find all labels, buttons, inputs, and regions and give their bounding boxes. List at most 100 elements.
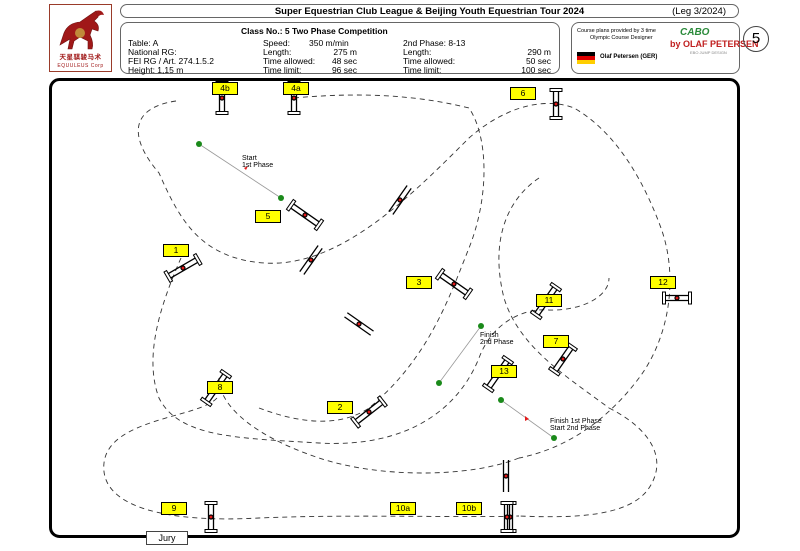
obstacle-12	[662, 291, 692, 305]
obstacle-2	[350, 395, 388, 429]
obstacle-stand	[163, 269, 174, 284]
obstacle-direction-flag	[553, 101, 559, 107]
phase2-title: 2nd Phase: 8-13	[403, 38, 466, 48]
brand-sub: EBO JUMP DESIGN	[690, 50, 727, 55]
class-info-box: Class No.: 5 Two Phase Competition Table…	[120, 22, 560, 75]
obstacle-stand	[204, 529, 218, 533]
designer-box: Course plans provided by 3 time Olympic …	[571, 22, 759, 74]
obstacle-direction-flag	[560, 356, 566, 362]
phase2-time-allowed-value: 50 sec	[525, 56, 551, 66]
obstacle-stand	[434, 267, 446, 281]
obstacle-direction-flag	[291, 95, 297, 101]
cabo-brand: CABO	[680, 27, 710, 38]
time-allowed-label: Time allowed:	[263, 56, 316, 66]
obstacle-stand	[199, 396, 213, 408]
start-flag-green-2	[278, 195, 284, 201]
obstacle-stand	[500, 501, 514, 505]
obstacle-9	[204, 501, 218, 533]
length-label: Length:	[263, 47, 292, 57]
jury-box: Jury	[146, 531, 188, 545]
equuleus-logo: 天星骐骏马术 EQUULEUS Corp	[49, 4, 112, 72]
obstacle-direction-flag	[504, 514, 510, 520]
obstacle-label-1: 1	[163, 244, 189, 257]
obstacle-stand	[462, 287, 474, 301]
obstacle-label-8: 8	[207, 381, 233, 394]
obstacle-stand	[549, 281, 563, 293]
obstacle-6	[549, 88, 563, 120]
speed-value: 350 m/min	[309, 38, 349, 48]
obstacle-stand	[192, 252, 203, 267]
obstacle-5	[285, 198, 325, 232]
obstacle-stand	[219, 368, 233, 380]
obstacle-stand	[287, 111, 301, 115]
finish-1st-start-2nd-line	[498, 397, 557, 441]
obstacle-direction-flag	[219, 95, 225, 101]
leg-label: (Leg 3/2024)	[672, 6, 726, 17]
obstacle-stand	[688, 291, 692, 305]
table-label: Table: A	[128, 38, 159, 48]
finish-1st-start-2nd-label: Finish 1st Phase Start 2nd Phase	[550, 418, 602, 432]
obstacle-7	[547, 341, 579, 377]
logo-english-text: EQUULEUS Corp	[57, 63, 104, 69]
obstacle-stand	[376, 395, 388, 408]
event-title: Super Equestrian Club League & Beijing Y…	[274, 6, 585, 17]
national-rg-label: National RG:	[128, 47, 177, 57]
time-limit-label: Time limit:	[263, 65, 302, 75]
arena-border	[49, 78, 740, 538]
title-bar: Super Equestrian Club League & Beijing Y…	[120, 4, 739, 18]
phase2-length-label: Length:	[403, 47, 432, 57]
obstacle-direction-flag	[208, 514, 214, 520]
obstacle-stand	[285, 198, 297, 212]
obstacle-label-5: 5	[255, 210, 281, 223]
phase2-length-value: 290 m	[527, 47, 551, 57]
length-value: 275 m	[333, 47, 357, 57]
obstacle-label-2: 2	[327, 401, 353, 414]
phase2-time-limit-label: Time limit:	[403, 65, 442, 75]
obstacle-label-10b: 10b	[456, 502, 482, 515]
obstacle-1	[163, 252, 203, 284]
obstacle-label-4b: 4b	[212, 82, 238, 95]
time-allowed-value: 48 sec	[331, 56, 357, 66]
german-flag-icon	[577, 52, 595, 64]
obstacle-label-7: 7	[543, 335, 569, 348]
unnumbered-obstacle	[299, 245, 323, 275]
obstacle-direction-flag	[366, 409, 372, 415]
start-flag-green	[196, 141, 202, 147]
obstacle-stand	[215, 111, 229, 115]
obstacle-stand	[529, 309, 543, 321]
page-number: 5	[743, 26, 769, 52]
obstacle-label-11: 11	[536, 294, 562, 307]
unnumbered-obstacle	[344, 312, 374, 336]
obstacle-label-12: 12	[650, 276, 676, 289]
start-line-1st-phase	[196, 141, 284, 201]
obstacle-label-4a: 4a	[283, 82, 309, 95]
obstacle-label-13: 13	[491, 365, 517, 378]
unnumbered-obstacle	[388, 185, 412, 215]
unnumbered-obstacle	[502, 460, 510, 492]
height-label: Height: 1,15 m	[128, 65, 184, 75]
designer-name: Olaf Petersen (GER)	[600, 54, 658, 60]
speed-label: Speed:	[263, 38, 290, 48]
designer-line2: Olympic Course Designer	[590, 35, 653, 41]
finish-line-2nd-phase	[436, 323, 484, 386]
finish-2nd-phase-label: Finish 2nd Phase	[480, 332, 514, 346]
obstacle-stand	[501, 354, 515, 366]
obstacle-direction-flag	[180, 265, 186, 271]
obstacle-direction-flag	[302, 212, 308, 218]
obstacle-label-9: 9	[161, 502, 187, 515]
course-track	[103, 94, 671, 520]
obstacle-stand	[549, 116, 563, 120]
obstacle-direction-flag	[674, 295, 680, 301]
fei-rg-label: FEI RG / Art. 274.1.5.2	[128, 56, 214, 66]
start-1st-phase-label: Start 1st Phase	[242, 155, 274, 169]
arena	[49, 78, 740, 538]
obstacle-label-6: 6	[510, 87, 536, 100]
obstacle-stand	[313, 218, 325, 232]
logo-chinese-text: 天星骐骏马术	[59, 54, 102, 61]
phase2-time-allowed-label: Time allowed:	[403, 56, 456, 66]
obstacle-stand	[481, 382, 495, 394]
phase2-time-limit-value: 100 sec	[521, 65, 551, 75]
time-limit-value: 96 sec	[331, 65, 357, 75]
obstacle-10b	[500, 501, 514, 533]
horse-icon	[59, 10, 104, 50]
